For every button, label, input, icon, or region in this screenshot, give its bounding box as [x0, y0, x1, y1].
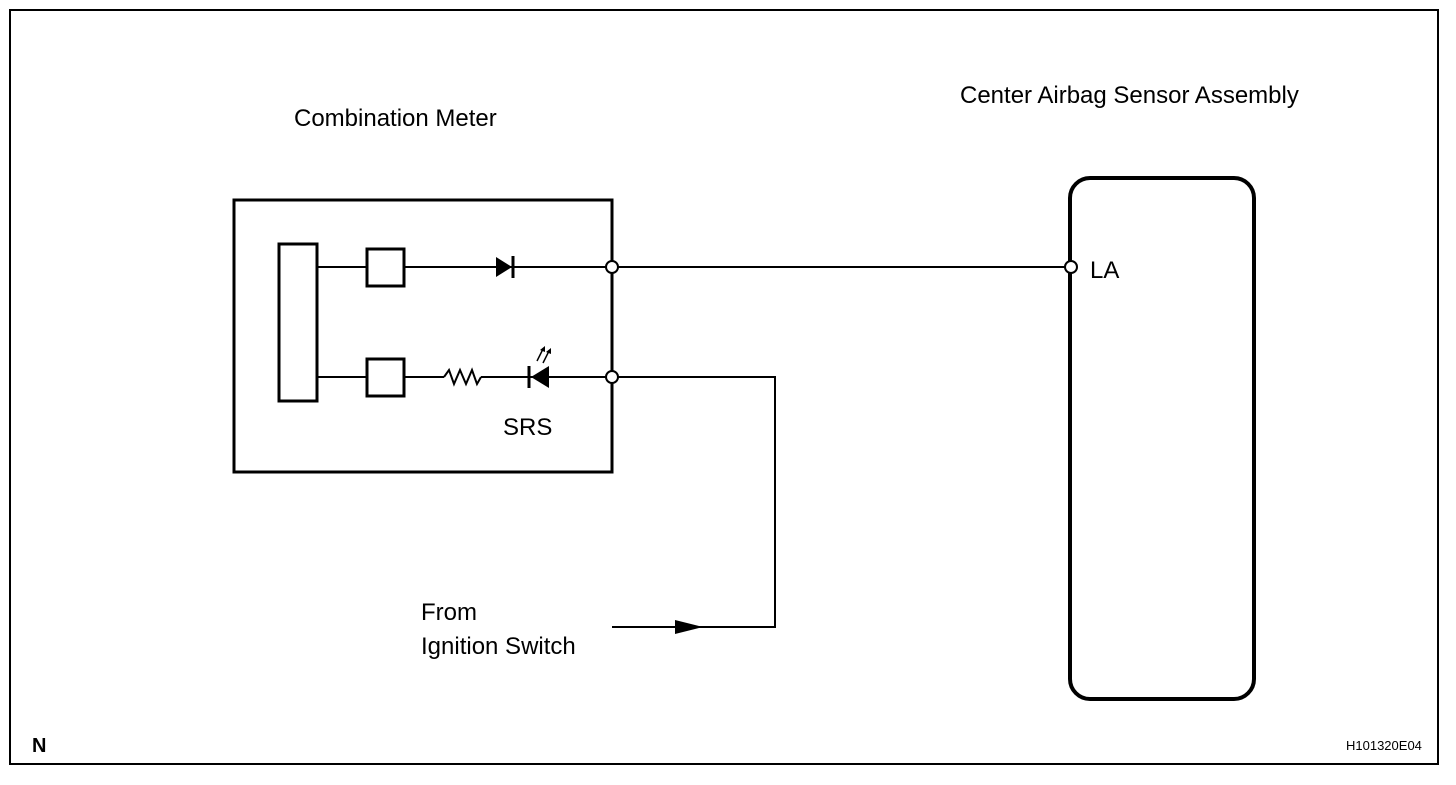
airbag-sensor-label: Center Airbag Sensor Assembly	[960, 82, 1299, 109]
figure-code: H101320E04	[1346, 738, 1422, 753]
corner-letter: N	[32, 735, 46, 757]
bottom-block	[365, 357, 406, 398]
led-light-arrow-1	[536, 348, 544, 362]
meter-terminal-bottom	[605, 370, 619, 384]
led-symbol	[531, 366, 549, 388]
ignition-arrowhead	[675, 620, 703, 634]
led-light-arrowhead-2	[546, 348, 551, 354]
resistor-symbol	[443, 367, 482, 387]
srs-label: SRS	[503, 414, 552, 441]
meter-terminal-top	[605, 260, 619, 274]
combination-meter-box	[232, 198, 614, 474]
diode-symbol	[496, 257, 512, 277]
top-block	[365, 247, 406, 288]
combination-meter-label: Combination Meter	[294, 105, 497, 132]
outer-frame	[9, 9, 1439, 765]
airbag-sensor-box	[1068, 176, 1256, 701]
terminal-la	[1064, 260, 1078, 274]
from-label-line2: Ignition Switch	[421, 633, 576, 660]
terminal-la-label: LA	[1090, 257, 1119, 284]
wire-ignition-switch	[612, 376, 776, 628]
led-light-arrow-2	[542, 350, 550, 364]
from-label-line1: From	[421, 599, 477, 626]
meter-ic-bar	[277, 242, 319, 403]
led-light-arrowhead-1	[540, 346, 545, 352]
